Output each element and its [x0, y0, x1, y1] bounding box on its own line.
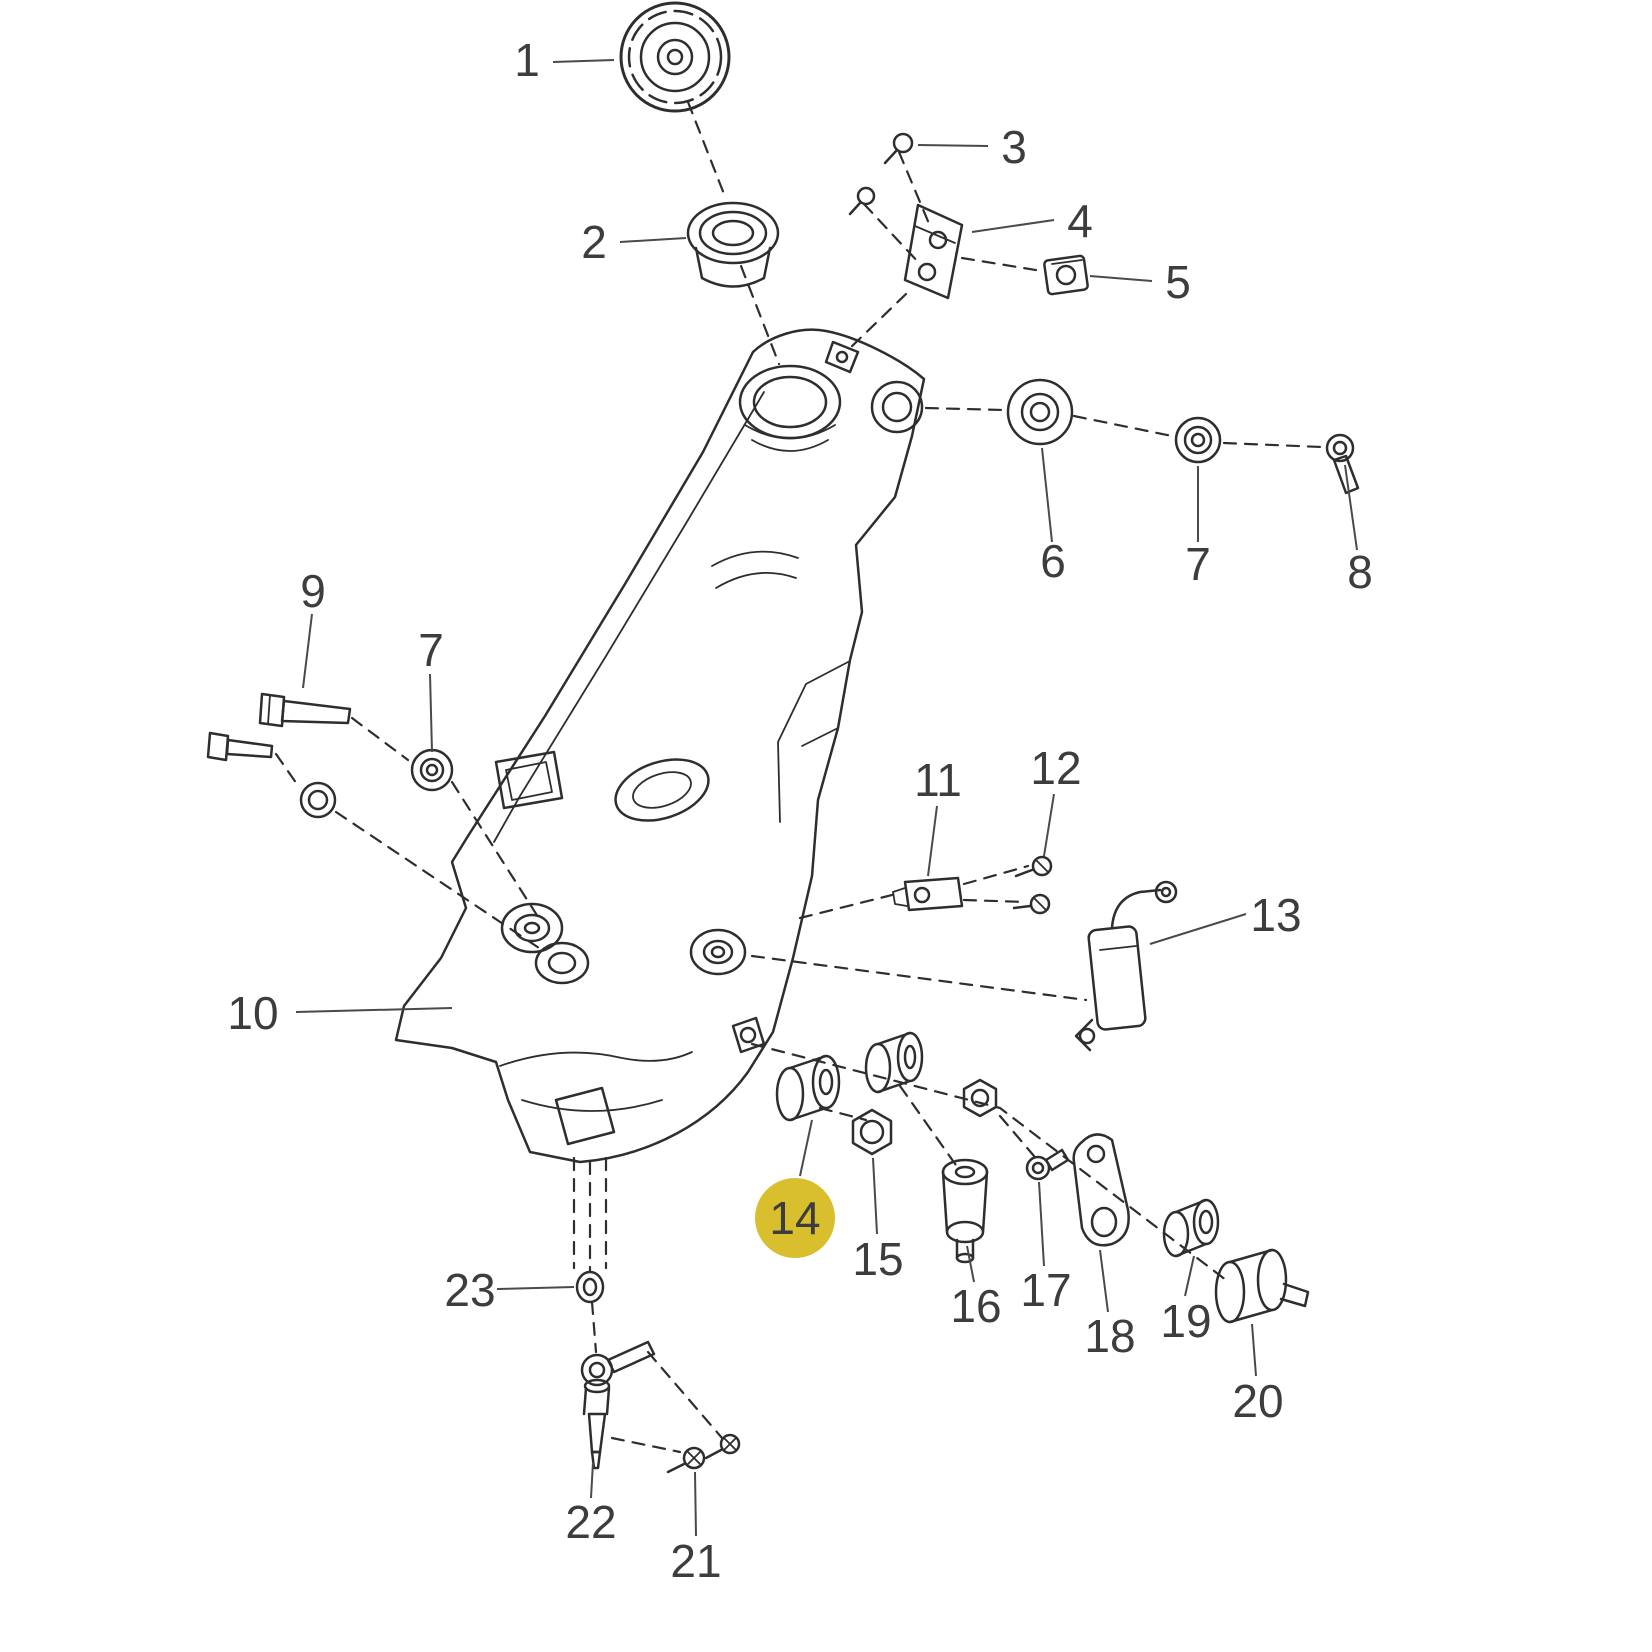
part-label-7-right: 7 [1185, 538, 1211, 590]
hex-nut-drawing [851, 1078, 998, 1156]
part-label-19: 19 [1160, 1295, 1211, 1347]
part-label-6: 6 [1040, 535, 1066, 587]
rubber-damper-drawing [1214, 1248, 1310, 1324]
part-label-17: 17 [1020, 1264, 1071, 1316]
grommet-right-drawing [1174, 416, 1222, 464]
part-label-15: 15 [852, 1233, 903, 1285]
part-label-20: 20 [1232, 1375, 1283, 1427]
part-label-11: 11 [914, 754, 962, 806]
part-label-18: 18 [1084, 1310, 1135, 1362]
grommet-left-drawing [299, 748, 454, 819]
clamp-drawing [892, 876, 964, 912]
fitting-drawing [1025, 1148, 1070, 1181]
link-plate-drawing [1072, 1133, 1130, 1247]
bushing-drawing [1162, 1198, 1220, 1258]
part-label-16: 16 [950, 1280, 1001, 1332]
filler-gasket-drawing [686, 201, 780, 288]
fuel-valve-drawing [1074, 880, 1178, 1052]
oring-drawing [575, 1270, 605, 1304]
part-label-13: 13 [1250, 889, 1301, 941]
fuel-cap-drawing [619, 1, 731, 113]
part-label-1: 1 [514, 34, 540, 86]
part-label-8: 8 [1347, 546, 1373, 598]
clip-nut-drawing [1043, 254, 1089, 296]
part-label-3: 3 [1001, 121, 1027, 173]
part-label-23: 23 [444, 1264, 495, 1316]
bolt-left-drawing [206, 692, 352, 762]
part-label-5: 5 [1165, 256, 1191, 308]
part-labels: 1 2 3 4 5 6 7 8 9 7 10 11 12 13 14 15 16… [227, 34, 1372, 1587]
screw-pair-drawing [1012, 855, 1053, 915]
bolt-small-drawing [1325, 433, 1360, 495]
fuel-tank-drawing [394, 328, 926, 1164]
label-leader-lines [295, 59, 1358, 1537]
part-label-14: 14 [769, 1192, 820, 1244]
part-label-7-left: 7 [418, 624, 444, 676]
assembly-axis-lines [274, 100, 1324, 1454]
part-label-12: 12 [1030, 742, 1081, 794]
spacer-bushing-drawing [775, 1031, 924, 1122]
part-label-2: 2 [581, 216, 607, 268]
part-label-21: 21 [670, 1535, 721, 1587]
socket-bolt-drawing [941, 1158, 989, 1264]
mount-bracket-drawing [903, 203, 964, 300]
drain-valve-drawing [580, 1340, 656, 1470]
highlight-circle-14 [755, 1178, 835, 1258]
screw-bottom-drawing [666, 1433, 741, 1474]
bracket-screw-drawing [848, 132, 914, 216]
part-label-22: 22 [565, 1496, 616, 1548]
part-label-4: 4 [1067, 195, 1093, 247]
grommet-large-drawing [1006, 378, 1074, 446]
part-label-10: 10 [227, 987, 278, 1039]
part-label-9: 9 [300, 565, 326, 617]
